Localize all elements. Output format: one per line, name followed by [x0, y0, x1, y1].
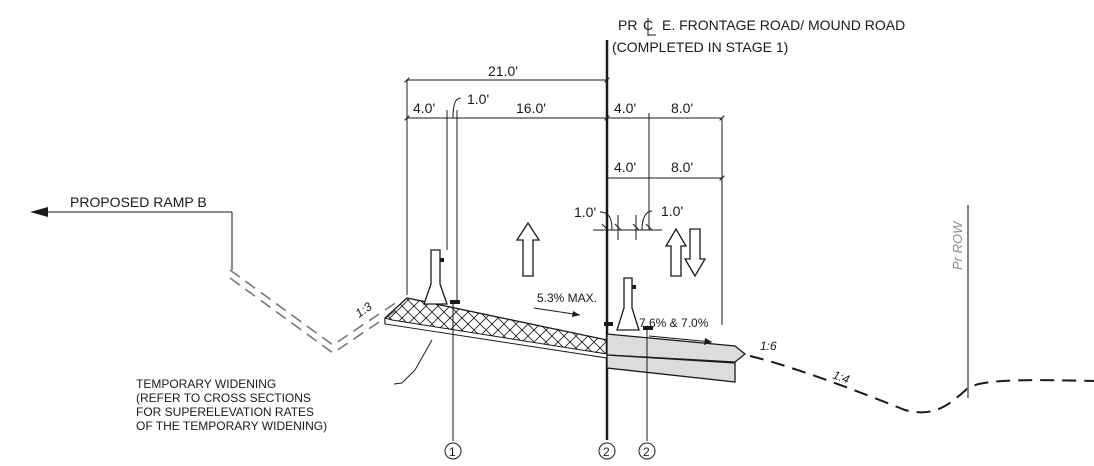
- cl-road-name: E. FRONTAGE ROAD/ MOUND ROAD: [662, 17, 905, 33]
- dim-right-offset-b: 1.0': [661, 203, 683, 219]
- centerline-title: PR C E. FRONTAGE ROAD/ MOUND ROAD (COMPL…: [612, 17, 905, 55]
- svg-text:2: 2: [603, 445, 610, 459]
- existing-ground-dashed: [229, 269, 401, 354]
- concrete-barrier-icon: [423, 249, 448, 305]
- ramp-label: PROPOSED RAMP B: [70, 194, 207, 210]
- left-pin-marker: [450, 300, 460, 304]
- svg-text:(REFER TO CROSS SECTIONS: (REFER TO CROSS SECTIONS: [136, 391, 311, 405]
- dim-right-top-lane: 8.0': [671, 100, 693, 116]
- marker-1: 1: [444, 442, 462, 460]
- dim-right-mid-lane: 8.0': [671, 159, 693, 175]
- dim-total-left: 21.0': [488, 63, 518, 79]
- existing-ground-line: [749, 355, 1094, 414]
- note-leader: [401, 339, 433, 384]
- right-pin-marker-b: [643, 326, 653, 330]
- left-slope-label: 1:3: [353, 299, 375, 320]
- slope-1-6-label: 1:6: [760, 339, 777, 353]
- slope-1-4-label: 1:4: [831, 368, 852, 387]
- svg-text:OF THE TEMPORARY WIDENING): OF THE TEMPORARY WIDENING): [136, 419, 327, 433]
- svg-text:TEMPORARY WIDENING: TEMPORARY WIDENING: [136, 377, 276, 391]
- slope-main-label: 5.3% MAX.: [537, 291, 597, 305]
- centerline-symbol-icon: C: [643, 17, 656, 36]
- dimension-lines: 21.0' 4.0' 1.0' 16.0' 4.0' 8.0' 4.0' 8.0…: [404, 63, 725, 325]
- dim-left-offset: 1.0': [467, 91, 489, 107]
- marker-2b: 2: [638, 442, 656, 460]
- slope-right-label: 7.6% & 7.0%: [639, 316, 709, 330]
- two-way-arrow-icon: [664, 227, 707, 278]
- existing-frontage-pavement: [606, 333, 747, 383]
- cl-stage-note: (COMPLETED IN STAGE 1): [612, 39, 788, 55]
- svg-text:2: 2: [643, 445, 650, 459]
- svg-text:FOR SUPERELEVATION RATES: FOR SUPERELEVATION RATES: [136, 405, 314, 419]
- ramp-leader: PROPOSED RAMP B: [30, 194, 233, 270]
- svg-text:1: 1: [449, 445, 456, 459]
- temporary-widening-pavement: [384, 297, 608, 359]
- cl-prefix: PR: [618, 17, 637, 33]
- dim-right-offset-a: 1.0': [574, 204, 596, 220]
- right-pin-marker-a: [604, 322, 613, 326]
- concrete-barrier-icon: [616, 277, 640, 331]
- marker-2a: 2: [598, 442, 616, 460]
- dim-left-shoulder: 4.0': [413, 100, 435, 116]
- temporary-widening-note: TEMPORARY WIDENING (REFER TO CROSS SECTI…: [136, 377, 327, 433]
- arrow-left-icon: [30, 207, 48, 217]
- dim-right-mid-shoulder: 4.0': [614, 159, 636, 175]
- arrow-up-icon: [515, 221, 541, 277]
- dim-right-top-shoulder: 4.0': [614, 100, 636, 116]
- dim-left-lane: 16.0': [516, 100, 546, 116]
- row-label: Pr ROW: [950, 220, 965, 270]
